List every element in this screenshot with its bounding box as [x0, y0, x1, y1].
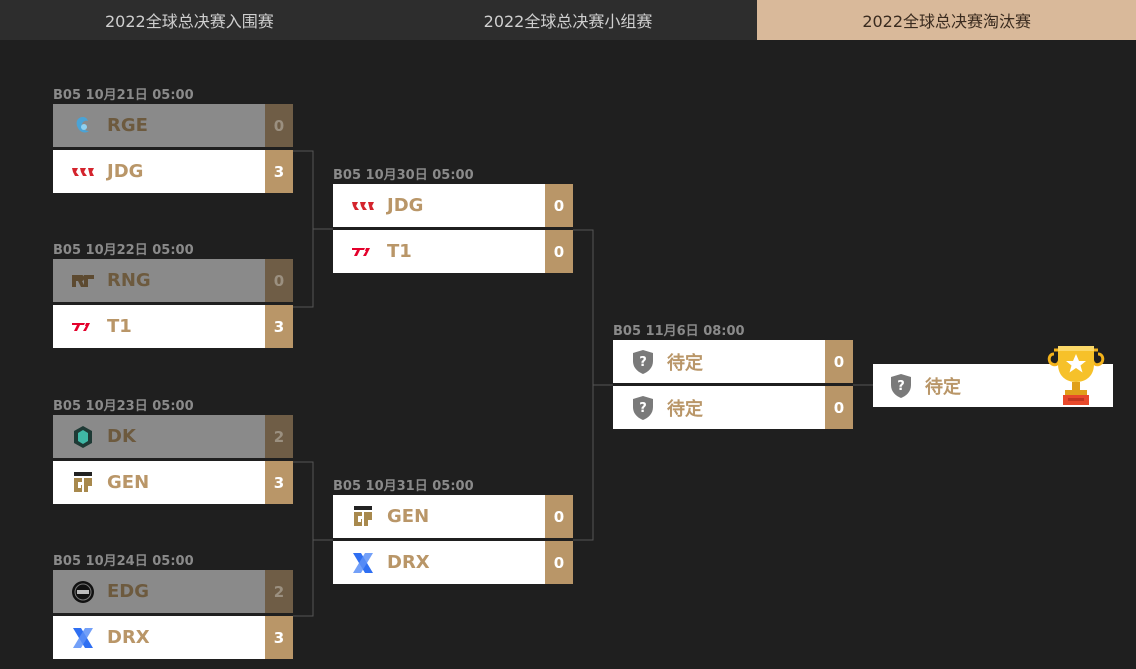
match-header-sf2: B05 10月31日 05:00: [333, 479, 474, 494]
team-score: 3: [265, 150, 293, 193]
gen-logo: [351, 505, 375, 529]
match-header-qf4: B05 10月24日 05:00: [53, 554, 194, 569]
team-name: GEN: [107, 472, 150, 493]
match-header-sf1: B05 10月30日 05:00: [333, 168, 474, 183]
svg-text:?: ?: [897, 379, 905, 394]
match-row-sf2-a[interactable]: GEN 0: [333, 495, 573, 538]
match-row-sf2-b[interactable]: DRX 0: [333, 541, 573, 584]
jdg-logo: [71, 160, 95, 184]
drx-logo: [71, 626, 95, 650]
match-header-qf3: B05 10月23日 05:00: [53, 399, 194, 414]
jdg-logo: [351, 194, 375, 218]
match-header-final: B05 11月6日 08:00: [613, 324, 745, 339]
tab-group-stage[interactable]: 2022全球总决赛小组赛: [378, 0, 758, 40]
match-row-final-b[interactable]: ? 待定 0: [613, 386, 853, 429]
team-name: T1: [387, 241, 412, 262]
unknown-team-shield-icon: ?: [631, 395, 655, 420]
rng-logo: [71, 269, 95, 293]
team-score: 0: [545, 184, 573, 227]
team-score: 0: [265, 259, 293, 302]
match-row-sf1-b[interactable]: T1 0: [333, 230, 573, 273]
team-name: 待定: [667, 352, 703, 374]
team-name: RGE: [107, 115, 148, 136]
match-row-qf3-b[interactable]: GEN 3: [53, 461, 293, 504]
match-row-qf1-b[interactable]: JDG 3: [53, 150, 293, 193]
team-name: JDG: [387, 195, 424, 216]
tab-play-in[interactable]: 2022全球总决赛入围赛: [0, 0, 379, 40]
match-row-qf2-b[interactable]: T1 3: [53, 305, 293, 348]
team-name: DRX: [387, 552, 430, 573]
team-name: DRX: [107, 627, 150, 648]
match-row-qf2-a[interactable]: RNG 0: [53, 259, 293, 302]
match-header-qf2: B05 10月22日 05:00: [53, 243, 194, 258]
team-score: 2: [265, 415, 293, 458]
team-score: 3: [265, 305, 293, 348]
match-row-qf4-a[interactable]: EDG 2: [53, 570, 293, 613]
team-name: JDG: [107, 161, 144, 182]
dk-logo: [71, 425, 95, 449]
match-row-qf4-b[interactable]: DRX 3: [53, 616, 293, 659]
match-row-sf1-a[interactable]: JDG 0: [333, 184, 573, 227]
unknown-team-shield-icon: ?: [889, 373, 913, 398]
svg-text:?: ?: [639, 355, 647, 370]
edg-logo: [71, 580, 95, 604]
tab-knockout[interactable]: 2022全球总决赛淘汰赛: [757, 0, 1136, 40]
team-score: 0: [545, 541, 573, 584]
trophy-icon: [1046, 342, 1106, 408]
team-name: EDG: [107, 581, 150, 602]
drx-logo: [351, 551, 375, 575]
t1-logo: [71, 315, 95, 339]
team-score: 0: [265, 104, 293, 147]
team-score: 0: [545, 230, 573, 273]
team-name: T1: [107, 316, 132, 337]
match-row-final-a[interactable]: ? 待定 0: [613, 340, 853, 383]
champion-name: 待定: [925, 376, 961, 398]
team-score: 3: [265, 461, 293, 504]
team-name: GEN: [387, 506, 430, 527]
unknown-team-shield-icon: ?: [631, 349, 655, 374]
tab-bar: 2022全球总决赛入围赛 2022全球总决赛小组赛 2022全球总决赛淘汰赛: [0, 0, 1136, 40]
team-name: RNG: [107, 270, 151, 291]
team-score: 0: [825, 340, 853, 383]
team-name: 待定: [667, 398, 703, 420]
svg-text:?: ?: [639, 401, 647, 416]
team-score: 2: [265, 570, 293, 613]
gen-logo: [71, 471, 95, 495]
team-score: 0: [825, 386, 853, 429]
team-score: 0: [545, 495, 573, 538]
match-header-qf1: B05 10月21日 05:00: [53, 88, 194, 103]
rge-logo: [71, 114, 95, 138]
match-row-qf3-a[interactable]: DK 2: [53, 415, 293, 458]
match-row-qf1-a[interactable]: RGE 0: [53, 104, 293, 147]
team-name: DK: [107, 426, 136, 447]
team-score: 3: [265, 616, 293, 659]
t1-logo: [351, 240, 375, 264]
